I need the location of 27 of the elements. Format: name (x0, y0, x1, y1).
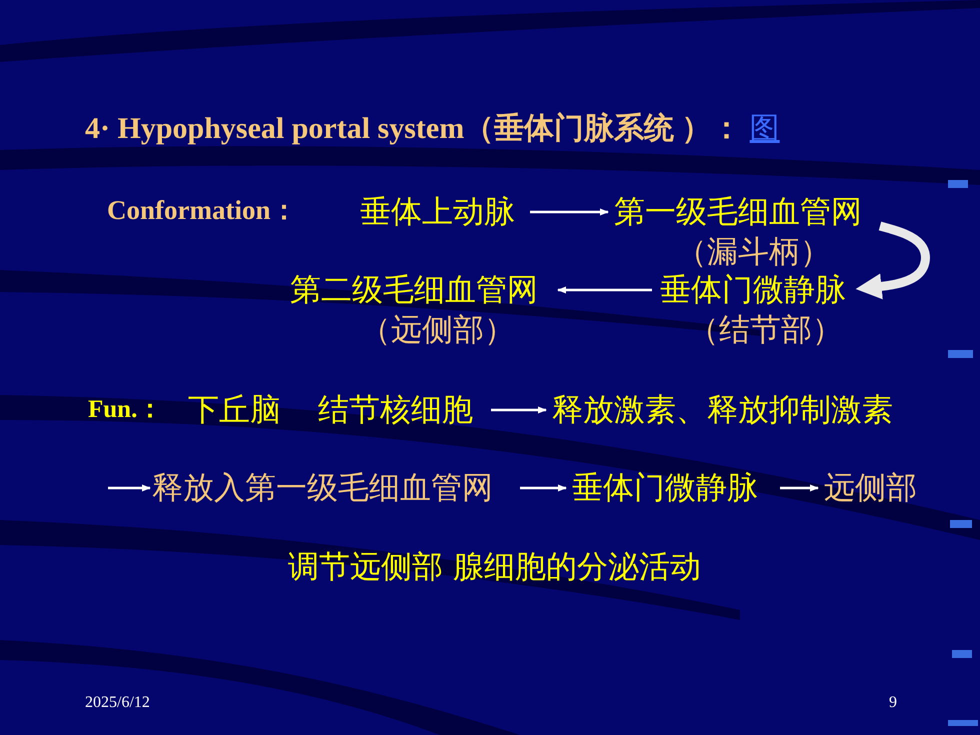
arrow (530, 208, 609, 216)
arrow (780, 484, 819, 492)
structure-label: 第一级毛细血管网 (614, 193, 862, 232)
structure-label: 垂体上动脉 (360, 193, 515, 232)
location-label: 结节核细胞 (318, 391, 473, 430)
structure-label: 垂体门微静脉 (660, 271, 846, 310)
function-note: 调节远侧部 腺细胞的分泌活动 (288, 548, 701, 587)
curved-arrow (856, 222, 930, 300)
location-label: （漏斗柄） (676, 233, 831, 272)
slide-title: 4· Hypophyseal portal system（垂体门脉系统 ）： (85, 111, 742, 147)
figure-link: 图 (750, 110, 780, 148)
structure-label: 第二级毛细血管网 (290, 271, 538, 310)
structure-label: 下丘脑 (188, 391, 281, 430)
section-label: Conformation： (107, 194, 298, 227)
page-number: 9 (889, 694, 897, 712)
location-label: （远侧部） (360, 311, 515, 350)
date-text: 2025/6/12 (85, 694, 150, 712)
structure-label: 释放入第一级毛细血管网 (152, 469, 493, 508)
arrow (108, 484, 151, 492)
location-label: （结节部） (688, 311, 843, 350)
arrow (491, 406, 547, 414)
arrow (520, 484, 567, 492)
section-label: Fun.： (88, 395, 162, 425)
structure-label: 远侧部 (824, 469, 917, 508)
structure-label: 垂体门微静脉 (572, 469, 758, 508)
structure-label: 释放激素、释放抑制激素 (552, 391, 893, 430)
arrow (557, 286, 652, 294)
